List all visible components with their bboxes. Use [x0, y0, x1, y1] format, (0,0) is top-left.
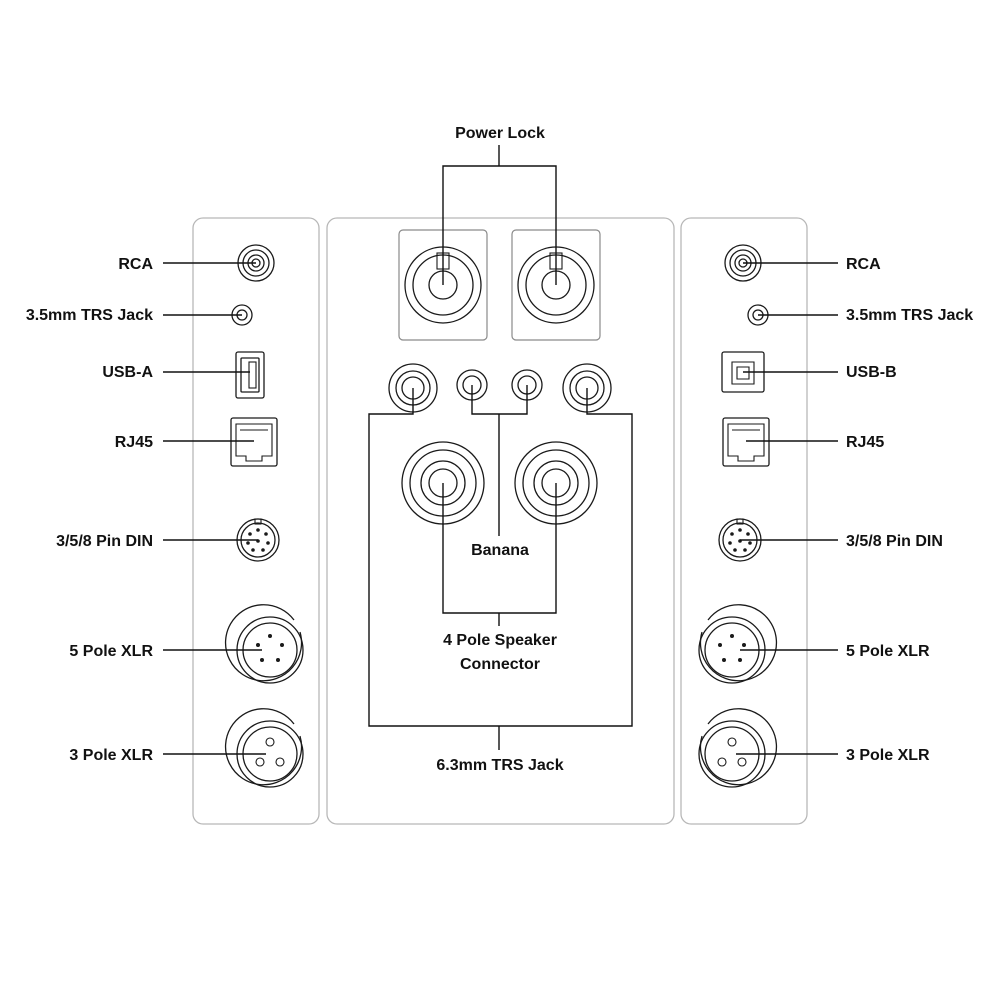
- label-right-rca: RCA: [846, 256, 881, 273]
- label-right-xlr5: 5 Pole XLR: [846, 643, 930, 660]
- left-xlr5-connector: [224, 604, 304, 684]
- right-xlr5-connector: [698, 604, 778, 684]
- center-panel: [326, 217, 675, 825]
- label-banana: Banana: [471, 542, 529, 559]
- left-usb-a-connector: [235, 351, 265, 399]
- label-right-usb: USB-B: [846, 364, 897, 381]
- label-right-trs35: 3.5mm TRS Jack: [846, 307, 973, 324]
- label-left-usb: USB-A: [102, 364, 153, 381]
- left-panel: [192, 217, 320, 825]
- label-right-rj45: RJ45: [846, 434, 884, 451]
- bracket-power-lock: [442, 165, 557, 285]
- right-panel: [680, 217, 808, 825]
- right-rj45-connector: [722, 417, 770, 467]
- label-left-din: 3/5/8 Pin DIN: [56, 533, 153, 550]
- label-left-trs35: 3.5mm TRS Jack: [26, 307, 153, 324]
- label-speaker-line1: 4 Pole Speaker: [443, 632, 557, 649]
- left-rj45-connector: [230, 417, 278, 467]
- left-xlr3-connector: [224, 708, 304, 788]
- right-xlr3-connector: [698, 708, 778, 788]
- label-right-xlr3: 3 Pole XLR: [846, 747, 930, 764]
- bracket-trs63: [368, 388, 633, 727]
- label-left-xlr3: 3 Pole XLR: [69, 747, 153, 764]
- label-right-din: 3/5/8 Pin DIN: [846, 533, 943, 550]
- label-trs63: 6.3mm TRS Jack: [436, 757, 563, 774]
- label-speaker-line2: Connector: [460, 656, 540, 673]
- label-left-rj45: RJ45: [115, 434, 153, 451]
- label-power-lock: Power Lock: [455, 125, 545, 142]
- label-left-xlr5: 5 Pole XLR: [69, 643, 153, 660]
- left-rca-connector: [237, 244, 275, 282]
- label-left-rca: RCA: [118, 256, 153, 273]
